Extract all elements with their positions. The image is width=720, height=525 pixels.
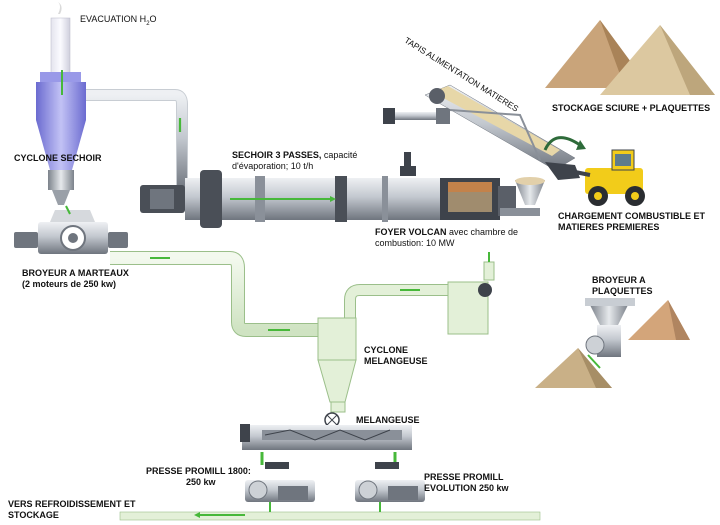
- outlet-conveyor-icon: [119, 502, 541, 521]
- cyclone-melangeuse-icon: [317, 317, 357, 413]
- label-presse-evo-line1: PRESSE PROMILL: [424, 472, 504, 482]
- duct-cyclone-to-dryer: [86, 89, 188, 190]
- chipper-icon: [585, 298, 635, 369]
- wood-pile-icon: [535, 300, 690, 388]
- label-cyclone-sechoir: CYCLONE SECHOIR: [14, 153, 102, 163]
- steam-stack-icon: [50, 2, 71, 74]
- pellet-press-1800-icon: [245, 480, 315, 502]
- hammer-mill-icon: [14, 205, 128, 254]
- label-presse1800-line1: PRESSE PROMILL 1800:: [146, 466, 251, 476]
- label-evacuation-text: EVACUATION H: [80, 14, 147, 24]
- label-evacuation-sub: 2: [146, 20, 150, 27]
- mixer-icon: [240, 412, 412, 469]
- blower-fan-icon: [447, 252, 495, 335]
- label-chargement-line1: CHARGEMENT COMBUSTIBLE ET: [558, 211, 705, 221]
- label-broyeur-plaquettes-line2: PLAQUETTES: [592, 286, 653, 296]
- label-chargement-line2: MATIERES PREMIERES: [558, 222, 660, 232]
- label-foyer-bold: FOYER VOLCAN: [375, 227, 447, 237]
- conveyor-icon: [383, 84, 586, 171]
- label-sechoir-bold: SECHOIR 3 PASSES,: [232, 150, 322, 160]
- label-broyeur-marteaux-line1: BROYEUR A MARTEAUX: [22, 268, 129, 278]
- label-foyer-rest: avec chambre de: [446, 227, 519, 237]
- wheel-loader-icon: [545, 149, 645, 206]
- label-foyer-line2: combustion: 10 MW: [375, 238, 455, 248]
- cyclone-sechoir-icon: [36, 70, 86, 205]
- label-broyeur-plaquettes-line1: BROYEUR A: [592, 275, 646, 285]
- label-sechoir: SECHOIR 3 PASSES, capacité: [232, 150, 357, 161]
- label-melangeuse: MELANGEUSE: [356, 415, 420, 425]
- label-sechoir-line2: d'évaporation; 10 t/h: [232, 161, 314, 171]
- storage-pile-wood-icon: [545, 20, 715, 95]
- flow-arrow-icon: [543, 136, 581, 151]
- label-foyer: FOYER VOLCAN avec chambre de: [375, 227, 518, 238]
- furnace-icon: [440, 177, 545, 220]
- label-sechoir-rest: capacité: [321, 150, 358, 160]
- label-refroidissement-line2: STOCKAGE: [8, 510, 59, 520]
- label-presse-evo-line2: EVOLUTION 250 kw: [424, 483, 509, 493]
- pneumatic-duct: [110, 251, 448, 337]
- rotary-dryer-icon: [140, 152, 440, 228]
- label-broyeur-marteaux-line2: (2 moteurs de 250 kw): [22, 279, 117, 289]
- label-cyclone-melangeuse-line2: MELANGEUSE: [364, 356, 428, 366]
- label-stockage: STOCKAGE SCIURE + PLAQUETTES: [552, 103, 711, 113]
- label-evacuation: EVACUATION H2O: [80, 14, 157, 30]
- label-presse1800-line2: 250 kw: [186, 477, 216, 487]
- label-evacuation-end: O: [149, 14, 157, 24]
- pellet-press-evolution-icon: [355, 480, 425, 502]
- label-cyclone-melangeuse-line1: CYCLONE: [364, 345, 409, 355]
- label-refroidissement-line1: VERS REFROIDISSEMENT ET: [8, 499, 136, 509]
